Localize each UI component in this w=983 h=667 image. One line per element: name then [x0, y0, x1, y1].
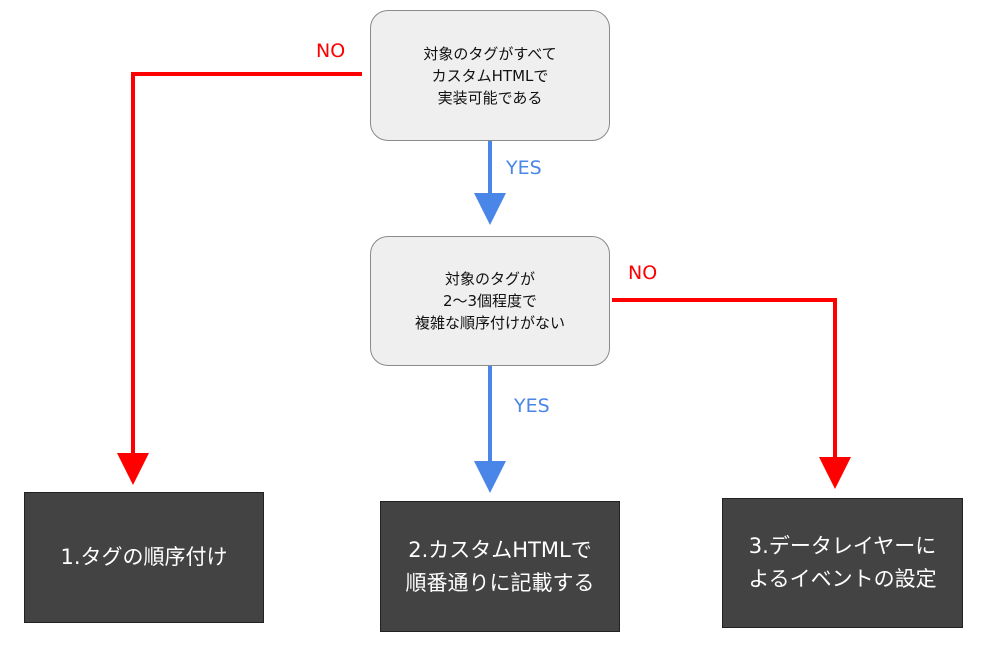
edge-label-d1-no: NO — [316, 40, 346, 62]
result-line: 3.データレイヤーに — [748, 534, 937, 558]
edge-label-d1-yes: YES — [506, 157, 542, 179]
decision-line: カスタムHTMLで — [431, 66, 549, 85]
result-custom-html-in-order: 2.カスタムHTMLで 順番通りに記載する — [380, 501, 620, 632]
result-tag-sequencing: 1.タグの順序付け — [24, 492, 264, 623]
decision-line: 対象のタグが — [444, 270, 535, 288]
decision-line: 対象のタグがすべて — [423, 44, 557, 63]
d2-no-connector — [612, 298, 851, 489]
decision-line: 複雑な順序付けがない — [414, 314, 565, 332]
result-line: 2.カスタムHTMLで — [408, 537, 592, 562]
decision-line: 2〜3個程度で — [442, 292, 538, 310]
result-line: 順番通りに記載する — [405, 570, 595, 595]
d1-no-connector — [117, 72, 362, 485]
result-datalayer-events: 3.データレイヤーに よるイベントの設定 — [722, 498, 963, 628]
decision-few-tags-simple-order: 対象のタグが 2〜3個程度で 複雑な順序付けがない — [370, 236, 610, 366]
decision-line: 実装可能である — [437, 88, 543, 107]
result-line: 1.タグの順序付け — [60, 545, 228, 569]
edge-label-d2-yes: YES — [514, 395, 550, 417]
result-line: よるイベントの設定 — [748, 567, 937, 591]
edge-label-d2-no: NO — [628, 262, 658, 284]
decision-all-tags-custom-html: 対象のタグがすべて カスタムHTMLで 実装可能である — [370, 10, 610, 141]
